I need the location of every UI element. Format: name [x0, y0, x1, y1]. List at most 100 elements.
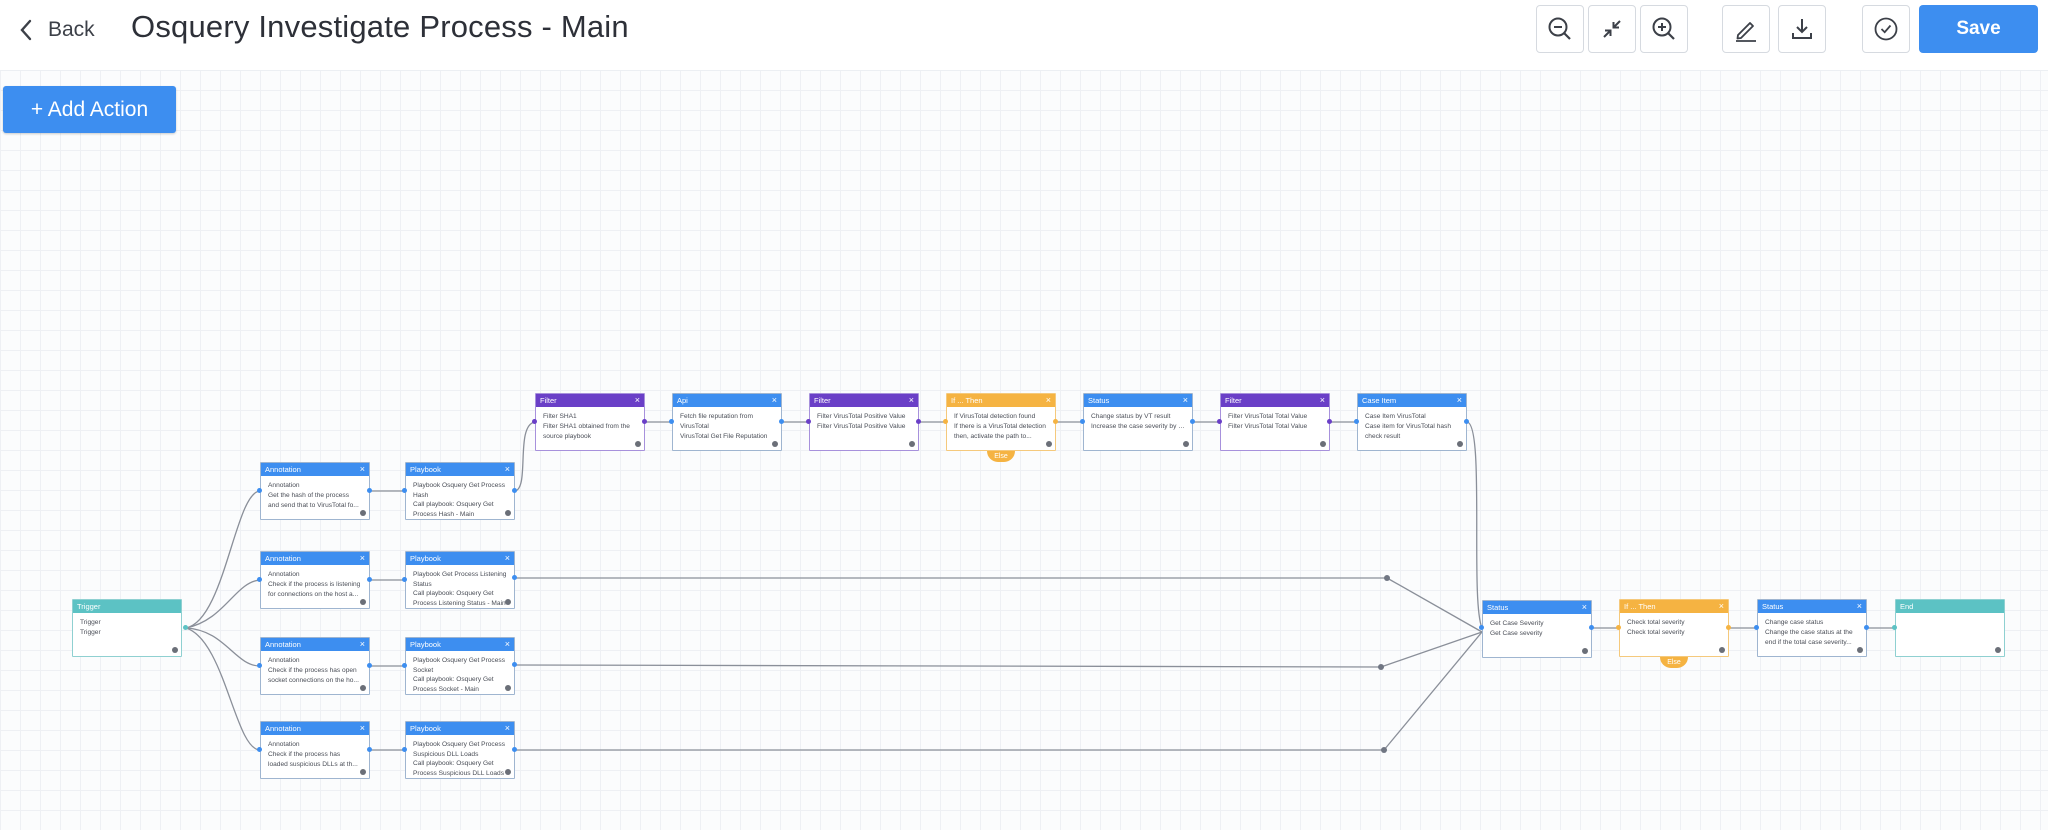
close-icon[interactable]: × [359, 723, 365, 733]
close-icon[interactable]: × [1581, 602, 1587, 612]
node-settings-icon[interactable] [505, 510, 511, 516]
node-settings-icon[interactable] [505, 685, 511, 691]
zoom-in-button[interactable] [1640, 5, 1688, 53]
output-port[interactable] [779, 419, 784, 424]
close-icon[interactable]: × [504, 464, 510, 474]
close-icon[interactable]: × [359, 553, 365, 563]
back-button[interactable]: Back [18, 14, 95, 46]
input-port[interactable] [402, 577, 407, 582]
node-settings-icon[interactable] [772, 441, 778, 447]
close-icon[interactable]: × [771, 395, 777, 405]
close-icon[interactable]: × [1319, 395, 1325, 405]
output-port[interactable] [1464, 419, 1469, 424]
input-port[interactable] [943, 419, 948, 424]
node-settings-icon[interactable] [360, 769, 366, 775]
input-port[interactable] [402, 663, 407, 668]
output-port[interactable] [183, 625, 188, 630]
node-settings-icon[interactable] [1582, 648, 1588, 654]
else-branch-handle[interactable]: Else [987, 451, 1015, 462]
node-settings-icon[interactable] [360, 685, 366, 691]
output-port[interactable] [642, 419, 647, 424]
node-settings-icon[interactable] [172, 647, 178, 653]
node-settings-icon[interactable] [1183, 441, 1189, 447]
node-settings-icon[interactable] [635, 441, 641, 447]
input-port[interactable] [669, 419, 674, 424]
close-icon[interactable]: × [634, 395, 640, 405]
input-port[interactable] [1217, 419, 1222, 424]
edge-junction[interactable] [1384, 575, 1390, 581]
close-icon[interactable]: × [504, 553, 510, 563]
playbook-canvas[interactable] [0, 70, 2048, 830]
output-port[interactable] [512, 747, 517, 752]
playbook-node[interactable]: Playbook× Playbook Get Process Listening… [405, 551, 515, 609]
output-port[interactable] [512, 662, 517, 667]
input-port[interactable] [806, 419, 811, 424]
output-port[interactable] [512, 488, 517, 493]
input-port[interactable] [402, 488, 407, 493]
validate-button[interactable] [1862, 5, 1910, 53]
input-port[interactable] [1080, 419, 1085, 424]
input-port[interactable] [1616, 625, 1621, 630]
input-port[interactable] [1754, 625, 1759, 630]
end-node[interactable]: End [1895, 599, 2005, 657]
node-settings-icon[interactable] [1857, 647, 1863, 653]
edit-button[interactable] [1722, 5, 1770, 53]
input-port[interactable] [532, 419, 537, 424]
fit-view-button[interactable] [1588, 5, 1636, 53]
close-icon[interactable]: × [504, 639, 510, 649]
node-settings-icon[interactable] [1457, 441, 1463, 447]
close-icon[interactable]: × [1718, 601, 1724, 611]
node-settings-icon[interactable] [505, 599, 511, 605]
add-action-button[interactable]: + Add Action [3, 86, 176, 133]
zoom-out-button[interactable] [1536, 5, 1584, 53]
edge-junction[interactable] [1378, 664, 1384, 670]
input-port[interactable] [1892, 625, 1897, 630]
output-port[interactable] [367, 747, 372, 752]
output-port[interactable] [1726, 625, 1731, 630]
output-port[interactable] [1864, 625, 1869, 630]
node-settings-icon[interactable] [909, 441, 915, 447]
input-port[interactable] [257, 663, 262, 668]
close-icon[interactable]: × [908, 395, 914, 405]
save-button[interactable]: Save [1919, 5, 2038, 53]
output-port[interactable] [1190, 419, 1195, 424]
download-button[interactable] [1778, 5, 1826, 53]
input-port[interactable] [1354, 419, 1359, 424]
input-port[interactable] [257, 577, 262, 582]
close-icon[interactable]: × [504, 723, 510, 733]
input-port[interactable] [402, 747, 407, 752]
node-settings-icon[interactable] [1719, 647, 1725, 653]
output-port[interactable] [1327, 419, 1332, 424]
input-port[interactable] [257, 488, 262, 493]
close-icon[interactable]: × [359, 639, 365, 649]
node-settings-icon[interactable] [360, 599, 366, 605]
if-then-node[interactable]: If ... Then× If VirusTotal detection fou… [946, 393, 1056, 451]
node-settings-icon[interactable] [1320, 441, 1326, 447]
close-icon[interactable]: × [1182, 395, 1188, 405]
edge-junction[interactable] [1381, 747, 1387, 753]
close-icon[interactable]: × [1456, 395, 1462, 405]
output-port[interactable] [512, 575, 517, 580]
output-port[interactable] [367, 663, 372, 668]
filter-node[interactable]: Filter× Filter VirusTotal Positive Value… [809, 393, 919, 451]
output-port[interactable] [367, 488, 372, 493]
node-settings-icon[interactable] [1046, 441, 1052, 447]
input-port[interactable] [257, 747, 262, 752]
else-branch-handle[interactable]: Else [1660, 657, 1688, 668]
close-icon[interactable]: × [359, 464, 365, 474]
node-settings-icon[interactable] [1995, 647, 2001, 653]
